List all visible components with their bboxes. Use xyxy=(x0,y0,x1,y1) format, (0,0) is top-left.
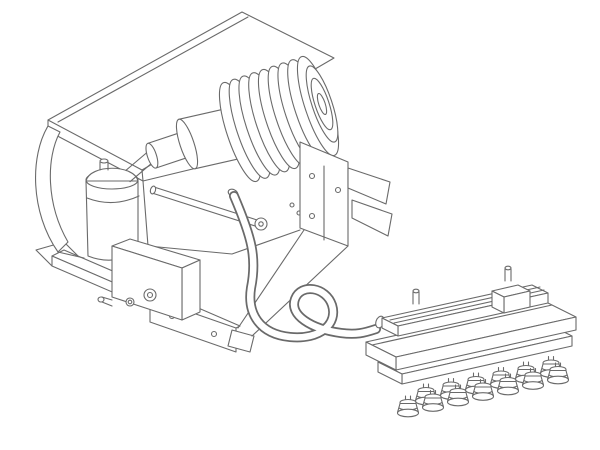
mounting-frame xyxy=(299,141,393,247)
gripper-end-block xyxy=(491,284,531,314)
linkage-rod xyxy=(149,185,268,231)
flexible-hose xyxy=(229,191,381,343)
drawing-root xyxy=(35,11,577,418)
motor-end-cap xyxy=(305,65,339,143)
air-nipple xyxy=(97,296,105,303)
clamp-bracket xyxy=(347,167,393,237)
guide-pin-right xyxy=(504,265,512,282)
left-end-sheet xyxy=(35,125,85,259)
filter-canister xyxy=(85,158,140,261)
guide-pin-left xyxy=(412,288,420,305)
finned-motor xyxy=(218,55,340,183)
control-box xyxy=(97,238,201,321)
gripper-assembly xyxy=(365,265,577,418)
gripper-main-plate xyxy=(365,301,577,371)
